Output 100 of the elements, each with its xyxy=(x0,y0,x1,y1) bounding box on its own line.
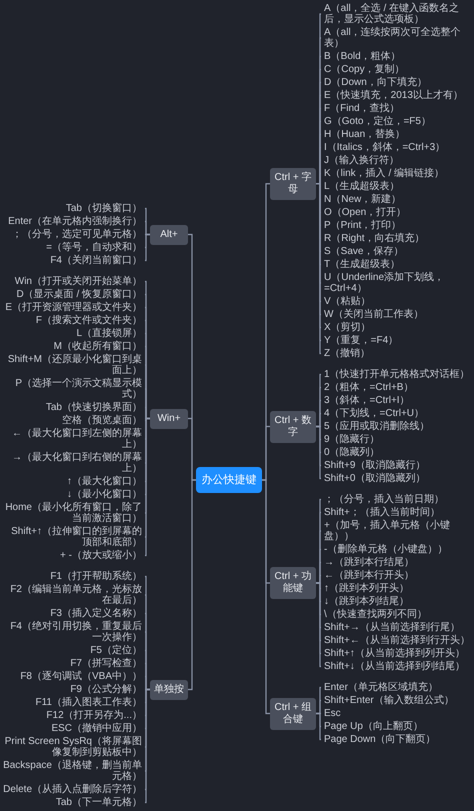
shortcut-label: ↑（最大化窗口） xyxy=(67,476,142,487)
shortcut-label: F11（插入图表工作表） xyxy=(36,697,142,708)
shortcut-label: Enter（在单元格内强制换行） xyxy=(8,216,142,227)
shortcut-label: F（Find，查找） xyxy=(324,103,400,114)
shortcut-label: H（Huan，替换） xyxy=(324,129,406,140)
connector-line xyxy=(188,479,196,690)
shortcut-label: ；（分号，选定可见单元格） xyxy=(12,229,142,240)
shortcut-label: Shift+↑（从当前选择到列开头） xyxy=(324,648,465,659)
shortcut-label: ESC（撤销中应用） xyxy=(51,723,142,734)
shortcut-label: E（快速填充，2013以上才有） xyxy=(324,90,463,101)
connector-line xyxy=(316,582,322,668)
shortcut-label: Shift+；（插入当前时间） xyxy=(324,507,440,518)
shortcut-label: G（Goto，定位，=F5） xyxy=(324,116,431,127)
shortcut-label: Delete（从插入点删除后字符） xyxy=(3,784,142,795)
shortcut-label: Shift+0（取消隐藏列） xyxy=(324,473,426,484)
shortcut-label: 9（隐藏行） xyxy=(324,434,380,445)
shortcut-label: C（Copy，复制） xyxy=(324,64,405,75)
shortcut-label: Esc xyxy=(324,708,341,719)
connector-line xyxy=(316,426,322,480)
category-box: Alt+ xyxy=(150,224,188,244)
shortcut-label: Shift+Enter（输入数组公式） xyxy=(324,695,454,706)
category-box: 单独按 xyxy=(150,680,188,700)
shortcut-label: Win（打开或关闭开始菜单） xyxy=(14,276,142,287)
shortcut-label: E（打开资源管理器或文件夹） xyxy=(5,302,142,313)
shortcut-label: A（all，连续按两次可全选整个表） xyxy=(324,27,472,49)
category-box: Ctrl + 功能键 xyxy=(270,567,316,599)
shortcut-label: 5（应用或取消删除线） xyxy=(324,421,430,432)
shortcut-label: 空格（预览桌面） xyxy=(62,415,142,426)
shortcut-label: ←（跳到本行开头） xyxy=(324,570,414,581)
shortcut-label: \（快速查找两列不同） xyxy=(324,609,427,620)
category-box: Ctrl + 数字 xyxy=(270,410,316,442)
shortcut-label: 1（快速打开单元格格式对话框） xyxy=(324,369,470,380)
shortcut-label: Enter（单元格区域填充） xyxy=(324,682,438,693)
shortcut-label: D（显示桌面 / 恢复原窗口） xyxy=(16,289,142,300)
shortcut-label: O（Open，打开） xyxy=(324,207,406,218)
shortcut-label: ←（最大化窗口到左侧的屏幕上） xyxy=(2,428,142,450)
shortcut-label: A（all，全选 / 在键入函数名之后，显示公式选项板） xyxy=(324,3,472,25)
shortcut-label: F1（打开帮助系统） xyxy=(50,571,142,582)
shortcut-label: P（Print，打印） xyxy=(324,220,402,231)
shortcut-label: Page Up（向上翻页） xyxy=(324,721,423,732)
shortcut-label: =（等号，自动求和） xyxy=(46,242,142,253)
shortcut-label: F8（逐句调试（VBA中）） xyxy=(20,671,142,682)
shortcut-label: 4（下划线，=Ctrl+U） xyxy=(324,408,424,419)
shortcut-label: Shift+9（取消隐藏行） xyxy=(324,460,426,471)
connector-line xyxy=(262,479,270,714)
shortcut-label: U（Underline添加下划线，=Ctrl+4） xyxy=(324,272,472,294)
shortcut-label: Home（最小化所有窗口，除了当前激活窗口） xyxy=(2,502,142,524)
shortcut-label: Shift+↑（拉伸窗口的到屏幕的顶部和底部） xyxy=(2,526,142,548)
category-box: Ctrl + 字母 xyxy=(270,168,316,200)
shortcut-label: F9（公式分解） xyxy=(70,684,142,695)
shortcut-label: ↑（跳到本列开头） xyxy=(324,583,409,594)
shortcut-label: 2（粗体，=Ctrl+B） xyxy=(324,382,414,393)
shortcut-label: L（直接锁屏） xyxy=(76,328,142,339)
shortcut-label: ↓（跳到本列结尾） xyxy=(324,596,409,607)
shortcut-label: F2（编辑当前单元格，光标放在最后） xyxy=(2,584,142,606)
shortcut-label: P（选择一个演示文稿显示模式） xyxy=(2,378,142,400)
shortcut-label: W（关闭当前工作表） xyxy=(324,309,424,320)
shortcut-label: F4（绝对引用切换，重复最后一次操作） xyxy=(2,621,142,643)
shortcut-label: -（删除单元格（小键盘）） xyxy=(324,544,448,555)
shortcut-label: V（粘贴） xyxy=(324,296,371,307)
shortcut-label: L（生成超级表） xyxy=(324,181,400,192)
connector-line xyxy=(144,234,150,262)
shortcut-label: Tab（快速切换界面） xyxy=(46,402,142,413)
shortcut-label: F5（定位） xyxy=(90,645,142,656)
shortcut-label: J（输入换行符） xyxy=(324,155,399,166)
shortcut-label: Shift+M（还原最小化窗口到桌面上） xyxy=(2,354,142,376)
shortcut-label: + -（放大或缩小） xyxy=(60,550,142,561)
shortcut-label: Y（重复，=F4） xyxy=(324,335,398,346)
shortcut-label: B（Bold，粗体） xyxy=(324,51,401,62)
shortcut-label: I（Italics，斜体，=Ctrl+3） xyxy=(324,142,446,153)
shortcut-label: Shift+↓（从当前选择到列结尾） xyxy=(324,661,465,672)
shortcut-label: F3（插入定义名称） xyxy=(50,608,142,619)
shortcut-label: 3（斜体，=Ctrl+I） xyxy=(324,395,410,406)
shortcut-label: Shift+←（从当前选择到行开头） xyxy=(324,635,470,646)
shortcut-label: X（剪切） xyxy=(324,322,371,333)
shortcut-label: →（最大化窗口到右侧的屏幕上） xyxy=(2,452,142,474)
shortcut-label: D（Down，向下填充） xyxy=(324,77,427,88)
shortcut-label: 0（隐藏列） xyxy=(324,447,380,458)
shortcut-label: ；（分号，插入当前日期） xyxy=(324,494,444,505)
shortcut-label: Backspace（退格键，删当前单元格） xyxy=(2,760,142,782)
shortcut-label: T（生成超级表） xyxy=(324,259,400,270)
shortcut-label: F7（拼写检查） xyxy=(70,658,142,669)
topic-box: 办公快捷键 xyxy=(196,467,262,493)
shortcut-label: F4（关闭当前窗口） xyxy=(50,255,142,266)
shortcut-label: Tab（切换窗口） xyxy=(66,203,142,214)
category-box: Ctrl + 组合键 xyxy=(270,698,316,730)
category-box: Win+ xyxy=(150,408,188,428)
shortcut-label: S（Save，保存） xyxy=(324,246,404,257)
shortcut-label: ↓（最小化窗口） xyxy=(67,489,142,500)
shortcut-label: +（加号，插入单元格（小键盘）） xyxy=(324,520,472,542)
shortcut-label: Page Down（向下翻页） xyxy=(324,734,436,745)
shortcut-label: Tab（下一单元格） xyxy=(56,797,142,808)
shortcut-label: K（link，插入 / 编辑链接） xyxy=(324,168,444,179)
shortcut-label: F（搜索文件或文件夹） xyxy=(36,315,142,326)
shortcut-label: N（New，新建） xyxy=(324,194,402,205)
shortcut-label: Z（撤销） xyxy=(324,348,370,359)
shortcut-label: F12（打开另存为...） xyxy=(46,710,142,721)
shortcut-label: R（Right，向右填充） xyxy=(324,233,425,244)
shortcut-label: Print Screen SysRq（将屏幕图像复制到剪贴板中） xyxy=(2,736,142,758)
connector-line xyxy=(316,712,322,740)
